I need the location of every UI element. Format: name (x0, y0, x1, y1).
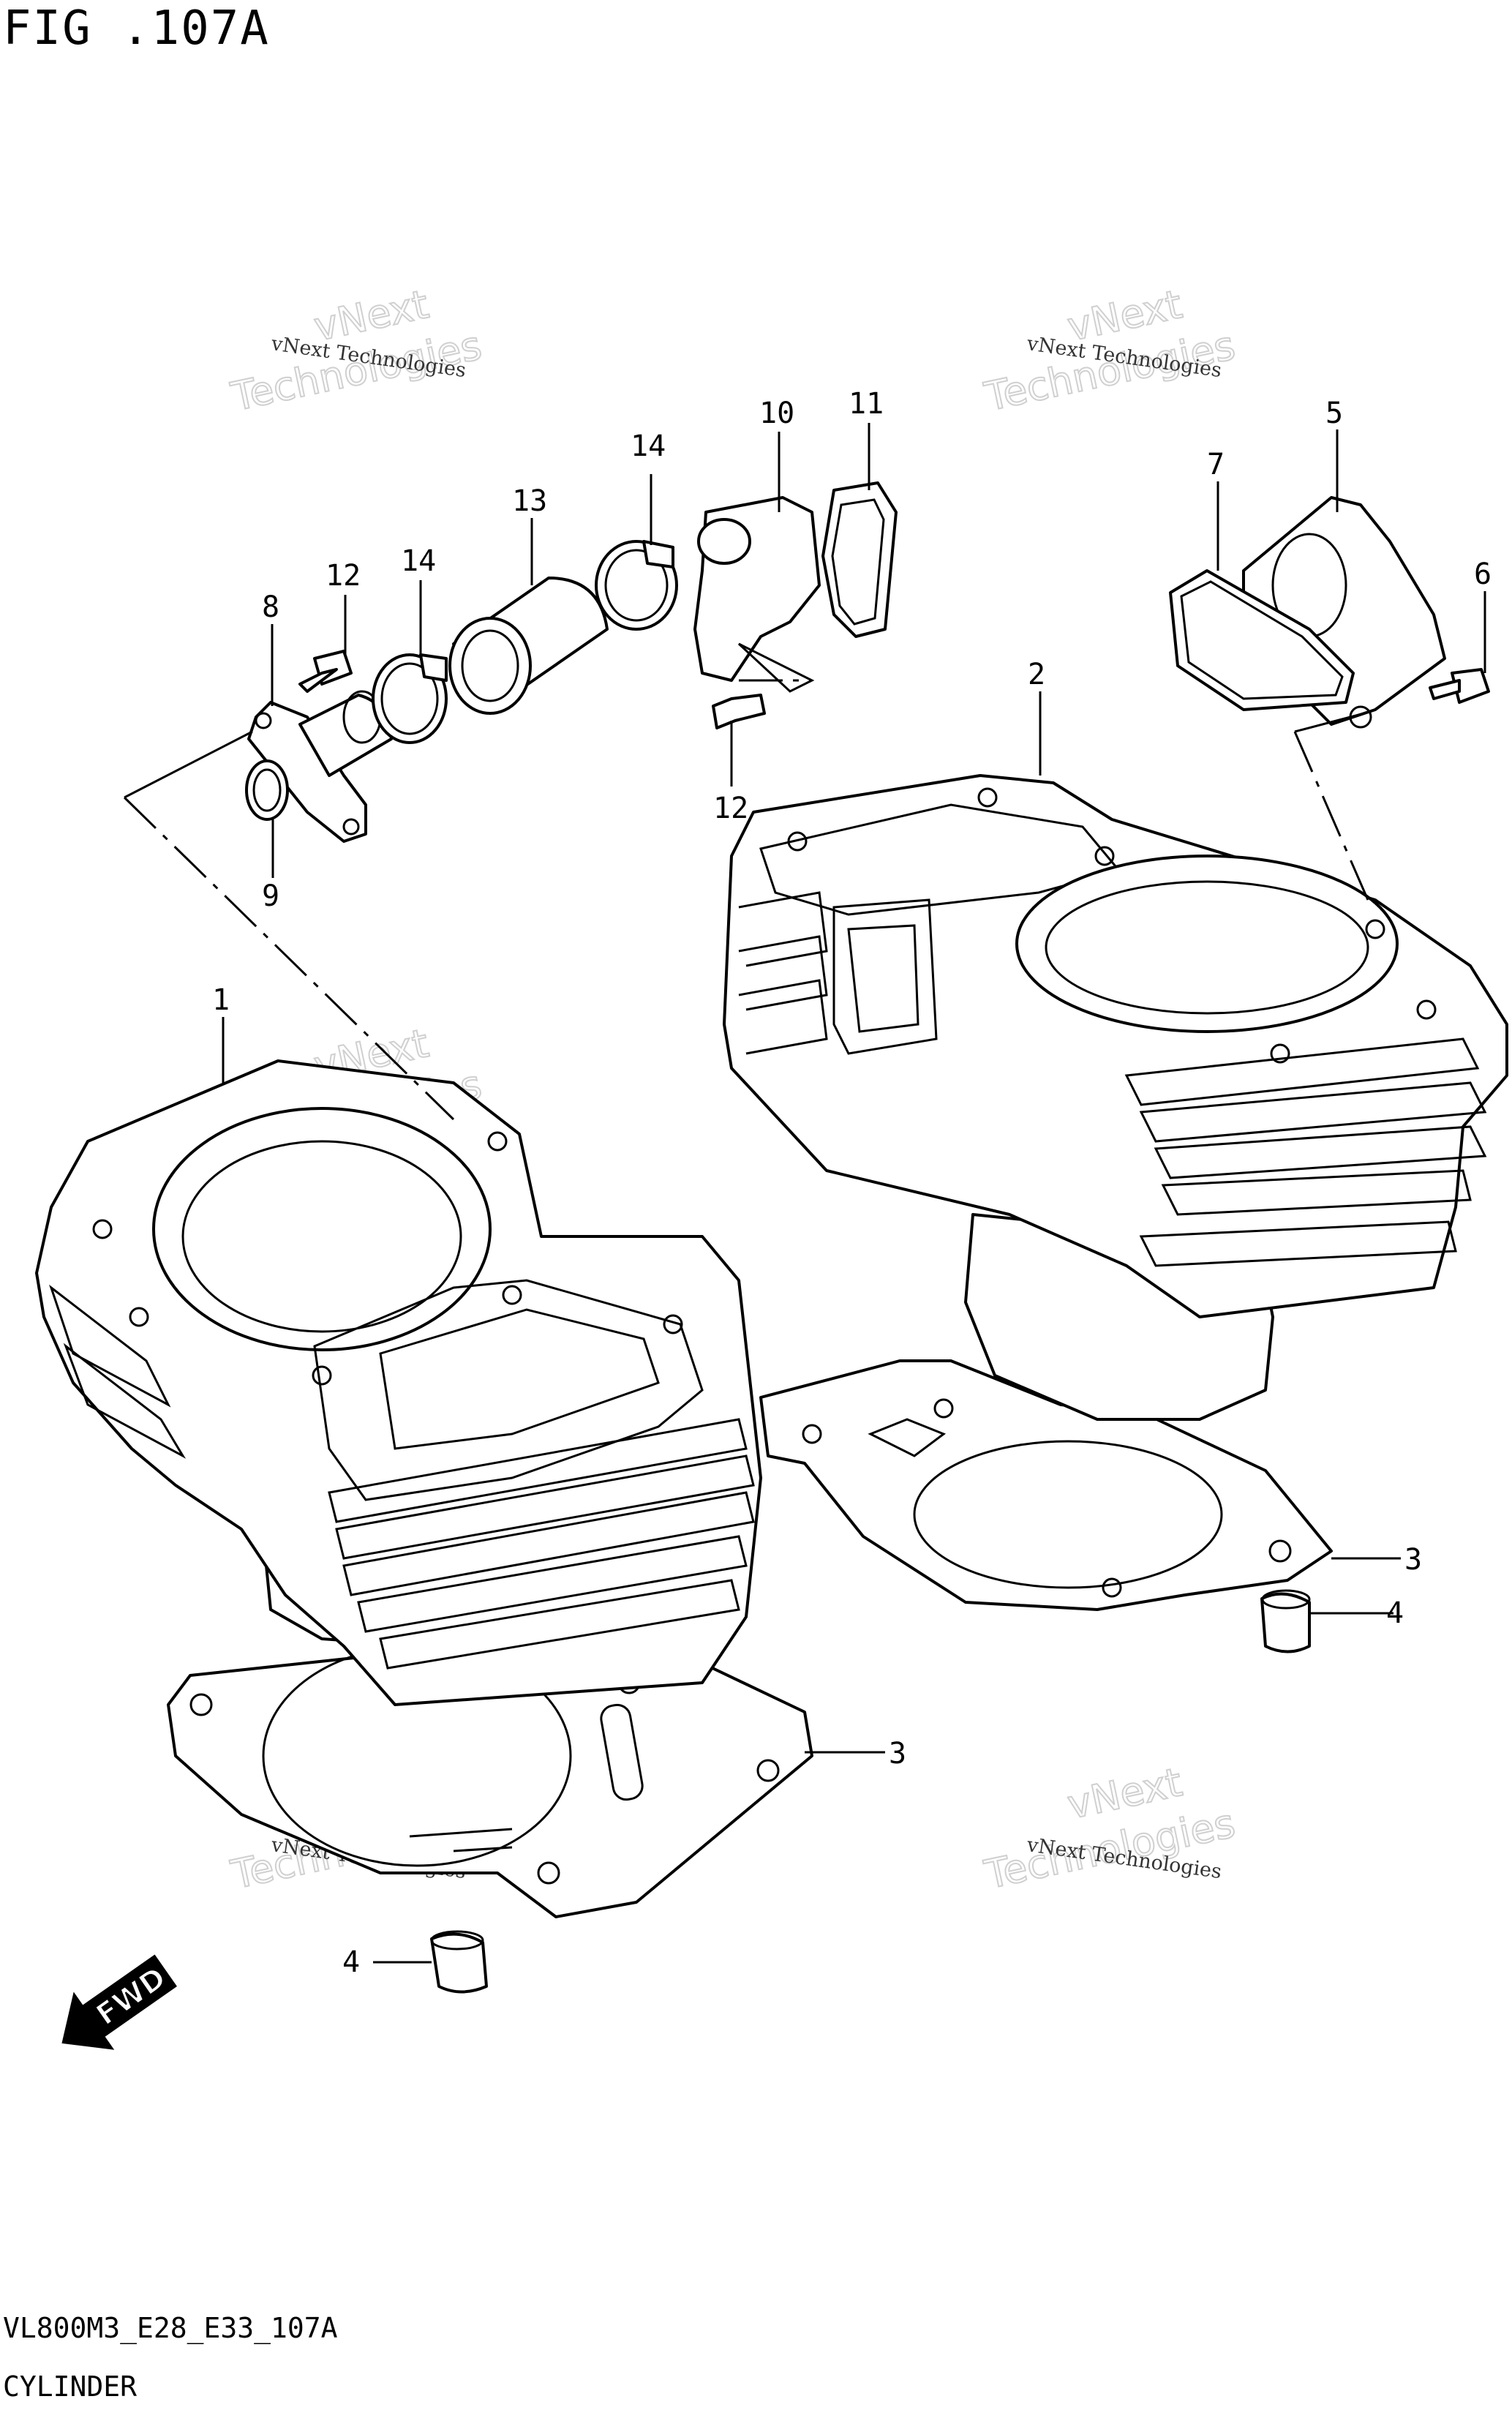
callout-5: 5 (1325, 397, 1343, 430)
callout-3-front: 3 (889, 1737, 906, 1771)
bolt-rear-water-fitting (1429, 668, 1490, 704)
callout-11: 11 (849, 387, 884, 421)
assembly-center-lines (123, 679, 1369, 1121)
callout-9: 9 (262, 879, 279, 913)
hose-clamp-upper (595, 540, 678, 631)
callout-12-lower: 12 (713, 792, 748, 825)
water-outlet-fitting (693, 496, 821, 693)
cylinder-base-gasket-rear (759, 1359, 1333, 1611)
dowel-pin-front (430, 1930, 488, 1994)
o-ring-front (245, 759, 289, 821)
forward-direction-arrow: FWD (61, 1954, 177, 2050)
callout-8: 8 (262, 590, 279, 624)
figure-title: FIG .107A (3, 1, 270, 56)
callout-3-rear: 3 (1404, 1543, 1422, 1577)
callout-6: 6 (1474, 557, 1492, 591)
callout-13: 13 (512, 484, 547, 518)
callout-12-upper: 12 (326, 559, 361, 593)
callout-2: 2 (1028, 658, 1045, 691)
callout-14-lower: 14 (401, 544, 436, 578)
callout-7: 7 (1207, 448, 1225, 481)
callout-4-front: 4 (342, 1945, 360, 1979)
callout-10: 10 (759, 397, 794, 430)
water-hose (448, 577, 609, 715)
hose-clamp-lower (372, 653, 448, 744)
callout-labels: 1 2 3 3 4 4 5 6 7 8 9 10 11 12 12 13 14 … (212, 387, 1492, 1979)
cylinder-rear (723, 774, 1508, 1421)
dowel-pin-rear (1260, 1589, 1311, 1653)
callout-1: 1 (212, 983, 230, 1017)
diagram-name: CYLINDER (3, 2370, 138, 2403)
callout-14-upper: 14 (631, 429, 666, 463)
bolt-rear-fitting (712, 694, 766, 729)
diagram-code: VL800M3_E28_E33_107A (3, 2312, 338, 2344)
callout-leaders (222, 423, 1486, 1964)
bolt-front-fitting (298, 650, 353, 693)
cylinder-front (35, 1059, 762, 1706)
fitting-gasket (821, 481, 898, 638)
rear-fitting-gasket (1169, 569, 1355, 711)
callout-4-rear: 4 (1386, 1596, 1404, 1630)
